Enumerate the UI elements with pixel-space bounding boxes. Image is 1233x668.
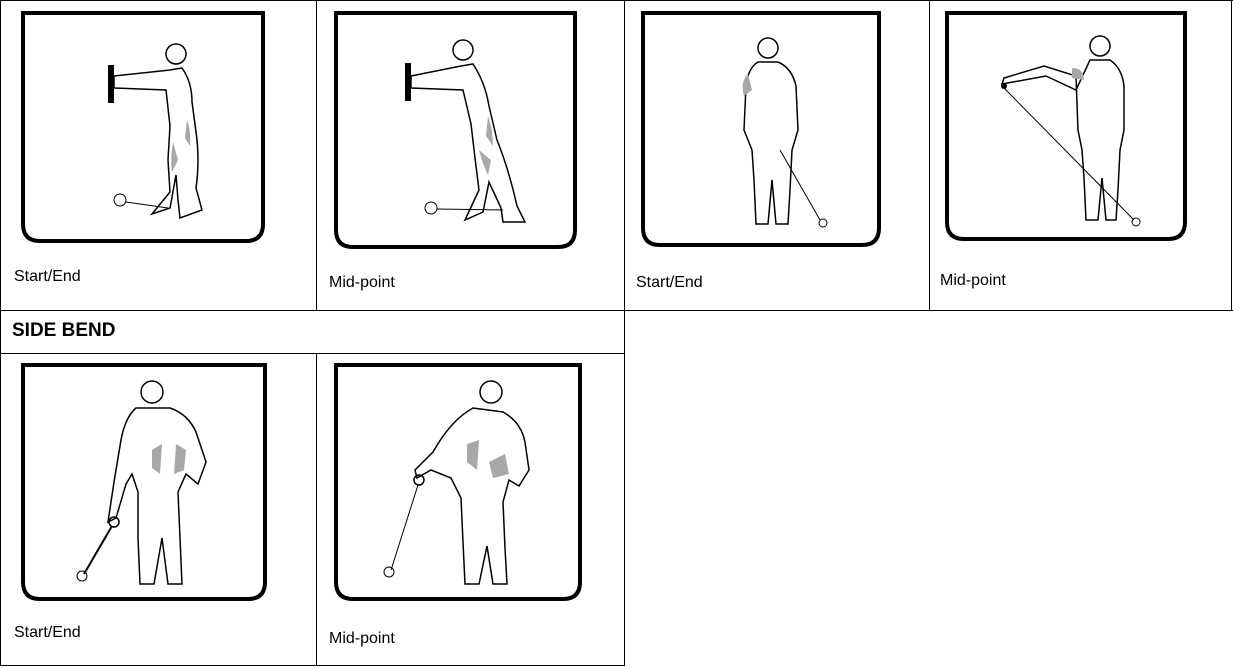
table-border-right <box>1231 0 1232 311</box>
standing-push-mid-figure <box>333 10 578 250</box>
panel-caption: Mid-point <box>940 272 1006 290</box>
panel-caption: Start/End <box>14 268 81 286</box>
column-divider <box>929 0 930 310</box>
table-border-bottom <box>0 665 625 666</box>
table-row-divider <box>0 310 1233 311</box>
table-border-top <box>0 0 1233 1</box>
standing-push-start-figure <box>20 10 266 244</box>
shoulder-raise-start-figure <box>640 10 882 248</box>
side-bend-mid-figure <box>333 362 583 602</box>
shoulder-raise-mid-figure <box>944 10 1188 242</box>
column-divider <box>316 0 317 310</box>
column-divider <box>316 353 317 666</box>
column-divider <box>624 0 625 666</box>
panel-caption: Start/End <box>14 624 81 642</box>
panel-caption: Mid-point <box>329 274 395 292</box>
side-bend-start-figure <box>20 362 268 602</box>
heading-row-divider <box>0 353 625 354</box>
section-heading: SIDE BEND <box>12 320 115 342</box>
table-border-left <box>0 0 1 666</box>
panel-caption: Start/End <box>636 274 703 292</box>
panel-caption: Mid-point <box>329 630 395 648</box>
